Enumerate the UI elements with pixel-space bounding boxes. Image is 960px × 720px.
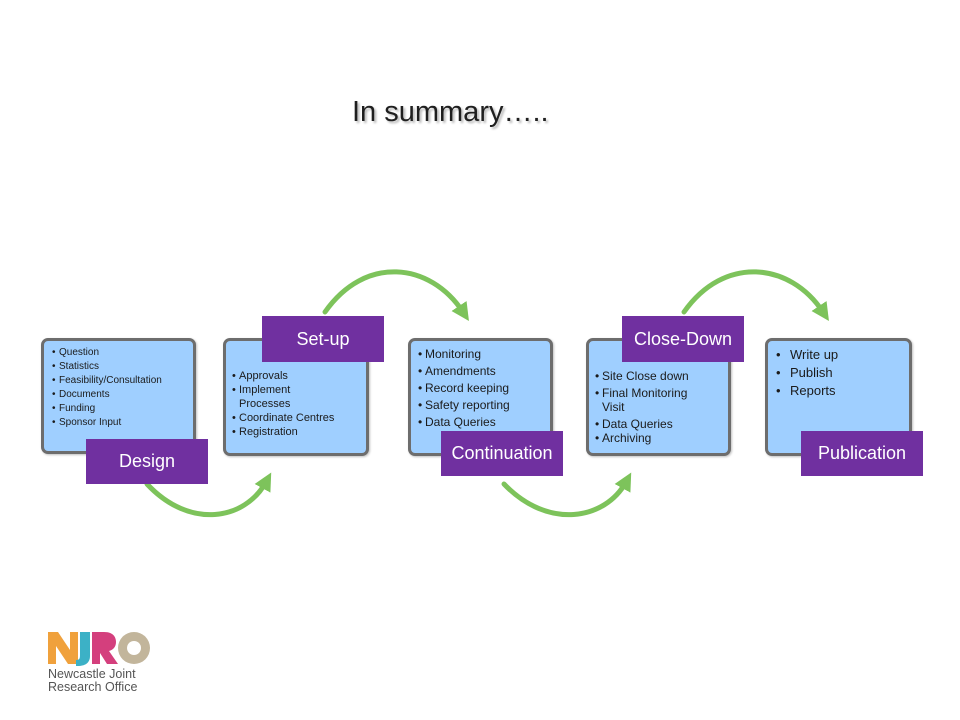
njro-logo-icon: [48, 632, 150, 666]
list-item: Monitoring: [418, 346, 546, 363]
closedown-items: Site Close down Final Monitoring Visit D…: [595, 369, 724, 445]
setup-label: Set-up: [262, 316, 384, 362]
slide-title: In summary…..: [352, 96, 549, 128]
setup-items: Approvals Implement Processes Coordinate…: [232, 369, 362, 439]
design-items: Question Statistics Feasibility/Consulta…: [52, 346, 189, 430]
list-item: Coordinate Centres: [232, 411, 362, 425]
list-item: Data Queries: [418, 414, 546, 431]
publication-items: Write up Publish Reports: [776, 346, 905, 400]
arrow-closedown-to-publication: [681, 269, 829, 322]
arrow-design-to-setup: [144, 472, 272, 518]
design-label: Design: [86, 439, 208, 484]
list-item: Amendments: [418, 363, 546, 380]
list-item: Registration: [232, 425, 362, 439]
continuation-label: Continuation: [441, 431, 563, 476]
list-item: Publish: [776, 364, 905, 382]
list-item: Statistics: [52, 360, 189, 374]
arrow-setup-to-continuation: [322, 269, 469, 322]
list-item: Archiving: [595, 431, 724, 445]
publication-label: Publication: [801, 431, 923, 476]
list-item: Record keeping: [418, 380, 546, 397]
list-item: Site Close down: [595, 369, 724, 383]
list-item: Question: [52, 346, 189, 360]
list-item: Safety reporting: [418, 397, 546, 414]
logo-line-2: Research Office: [48, 680, 138, 694]
closedown-label: Close-Down: [622, 316, 744, 362]
list-item: Sponsor Input: [52, 416, 189, 430]
arrow-continuation-to-closedown: [501, 472, 632, 518]
list-item: Implement Processes: [232, 383, 334, 411]
logo-line-1: Newcastle Joint: [48, 667, 136, 681]
list-item: Feasibility/Consultation: [52, 374, 189, 388]
list-item: Funding: [52, 402, 189, 416]
list-item: Documents: [52, 388, 189, 402]
list-item: Final Monitoring Visit: [595, 386, 712, 414]
list-item: Write up: [776, 346, 905, 364]
design-box: Question Statistics Feasibility/Consulta…: [41, 338, 196, 454]
continuation-items: Monitoring Amendments Record keeping Saf…: [418, 346, 546, 431]
logo-text: Newcastle Joint Research Office: [48, 668, 137, 694]
list-item: Approvals: [232, 369, 362, 383]
list-item: Data Queries: [595, 417, 724, 431]
list-item: Reports: [776, 382, 905, 400]
